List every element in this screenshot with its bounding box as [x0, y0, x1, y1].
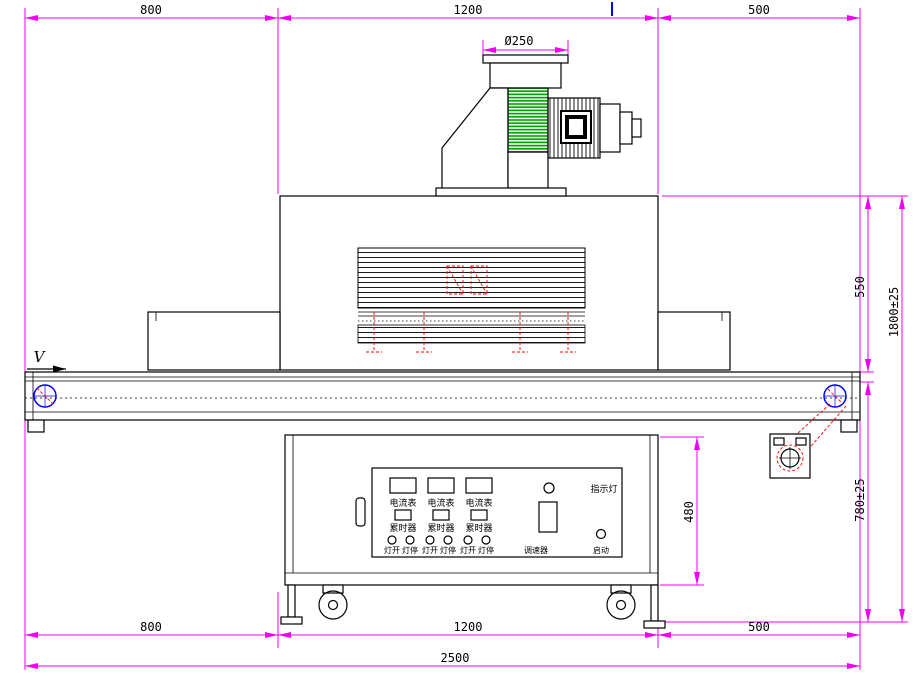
indicator-label: 指示灯 [590, 483, 617, 495]
speed-governor-knob[interactable] [538, 501, 558, 533]
hourmeter-label: 累时器 [465, 522, 492, 534]
conveyor: V [24, 348, 861, 433]
door-handle [355, 497, 366, 527]
green-impeller-block [507, 87, 549, 153]
lamp-off-label: 灯停 [402, 545, 418, 555]
reflector-block [357, 324, 586, 344]
lamp-on-button[interactable] [387, 535, 397, 545]
inlet-duct [489, 62, 562, 89]
dim-label-bottom-1200: 1200 [454, 620, 483, 634]
lamp-symbol-hidden [470, 265, 488, 295]
start-button[interactable] [595, 528, 607, 540]
motor-shaft-end [631, 118, 642, 138]
detail-highlight-circle [776, 444, 804, 472]
lamp-off-label: 灯停 [440, 545, 456, 555]
leveling-foot-pad [643, 620, 666, 629]
lamp-off-button[interactable] [443, 535, 453, 545]
speed-governor-label: 调速器 [524, 546, 548, 555]
hourmeter-label: 累时器 [389, 522, 416, 534]
roller-detail-mark [827, 388, 844, 405]
belt-direction: V [27, 348, 66, 373]
start-label: 启动 [593, 545, 609, 555]
dim-label-780: 780±25 [853, 478, 867, 521]
lamp-on-label: 灯开 [460, 545, 476, 555]
motor-shaft-step [619, 111, 633, 145]
dim-label-total-2500: 2500 [441, 651, 470, 665]
lamp-off-button[interactable] [405, 535, 415, 545]
lamp-symbol-hidden [446, 265, 464, 295]
outlet-duct [507, 151, 549, 189]
detail-tab [795, 437, 807, 446]
leveling-foot-stem [287, 584, 296, 618]
conveyor-frame [24, 371, 861, 421]
ammeter-display [465, 477, 493, 494]
leveling-foot-pad [280, 616, 303, 625]
ammeter-display [427, 477, 455, 494]
control-panel: 电流表 电流表 电流表 累时器 累时器 累时器 灯开 灯停 灯开 灯停 灯开 灯… [371, 467, 623, 558]
blower-assembly [435, 2, 642, 197]
lamp-off-button[interactable] [481, 535, 491, 545]
lamp-on-label: 灯开 [384, 545, 400, 555]
dim-label-480: 480 [682, 501, 696, 523]
right-tunnel-shield [657, 311, 731, 371]
dim-label-top-500: 500 [748, 3, 770, 17]
hourmeter-display [432, 509, 450, 521]
indicator-lamp [543, 482, 555, 494]
motor-junction-box-inner [565, 115, 587, 139]
caster-bracket [322, 584, 344, 594]
lamp-on-button[interactable] [463, 535, 473, 545]
lamp-fin-block [357, 247, 586, 309]
caster-hub [327, 599, 339, 611]
inlet-flange [482, 54, 569, 64]
roller-detail-mark [36, 387, 54, 405]
caster-wheel [606, 590, 636, 620]
right-roller [823, 384, 847, 408]
motor [547, 97, 642, 159]
wheels-and-feet [280, 584, 666, 629]
control-cabinet: 电流表 电流表 电流表 累时器 累时器 累时器 灯开 灯停 灯开 灯停 灯开 灯… [284, 434, 659, 586]
ammeter-label: 电流表 [389, 497, 416, 509]
dim-label-top-800: 800 [140, 3, 162, 17]
lamp-off-label: 灯停 [478, 545, 494, 555]
left-roller [33, 384, 57, 408]
lamp-on-button[interactable] [425, 535, 435, 545]
dim-label-550: 550 [853, 276, 867, 298]
lamp-symbol-diagonal [446, 265, 464, 295]
caster-wheel [318, 590, 348, 620]
lamp-on-label: 灯开 [422, 545, 438, 555]
dim-label-diameter: Ø250 [505, 34, 534, 48]
right-end-bracket [840, 419, 858, 433]
ammeter-label: 电流表 [427, 497, 454, 509]
roller-detail-view [769, 403, 847, 479]
dim-label-1800: 1800±25 [887, 287, 901, 338]
dim-label-bottom-500: 500 [748, 620, 770, 634]
lamp-symbol-diagonal [470, 265, 488, 295]
uv-lamp-stack [357, 247, 586, 353]
caster-hub [615, 599, 627, 611]
mounting-plate [435, 187, 567, 197]
left-end-bracket [27, 419, 45, 433]
dim-label-bottom-800: 800 [140, 620, 162, 634]
oven-body [147, 195, 731, 371]
ammeter-label: 电流表 [465, 497, 492, 509]
ammeter-display [389, 477, 417, 494]
detail-tab [773, 437, 785, 446]
left-tunnel-shield [147, 311, 281, 371]
direction-label: V [34, 348, 47, 366]
hourmeter-display [470, 509, 488, 521]
caster-bracket [610, 584, 632, 594]
dim-label-top-1200: 1200 [454, 3, 483, 17]
hourmeter-label: 累时器 [427, 522, 454, 534]
detail-leader-line [805, 405, 847, 453]
leveling-foot-stem [650, 584, 659, 622]
motor-bearing-step [599, 103, 621, 153]
hourmeter-display [394, 509, 412, 521]
